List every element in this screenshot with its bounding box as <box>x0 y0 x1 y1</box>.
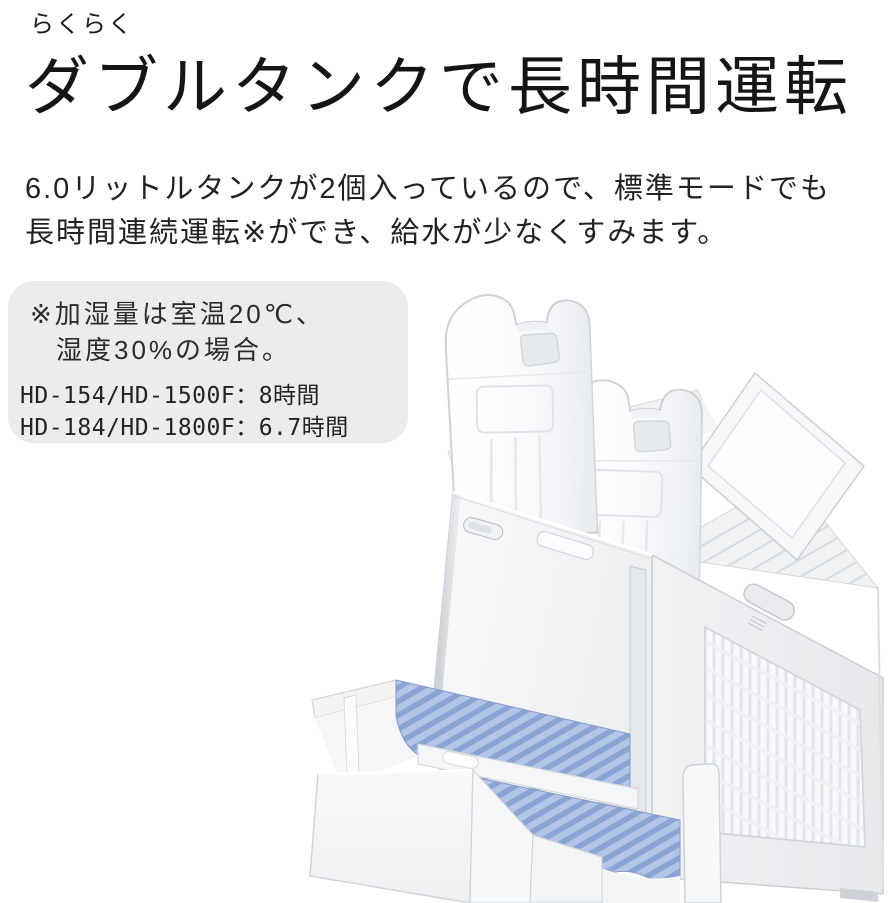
filter-bottom-tray <box>592 866 680 903</box>
description-line-1: 6.0リットルタンクが2個入っているので、標準モードでも <box>25 173 831 205</box>
filter-divider-rail <box>417 743 639 810</box>
note-condition-line-1: ※加湿量は室温20℃、 <box>30 299 325 329</box>
description-line-2: 長時間連続運転※ができ、給水が少なくすみます。 <box>25 217 729 249</box>
eyebrow-text: らくらく <box>30 11 134 38</box>
front-edge-trim <box>433 492 461 705</box>
carry-handle-cutout <box>743 583 796 621</box>
note-condition-line-2: 湿度30%の場合。 <box>56 335 292 365</box>
drawer-right-post <box>682 763 722 903</box>
drawer-wall-step <box>469 768 534 903</box>
front-panel <box>432 490 653 879</box>
model-runtime-list: HD-154/HD-1500F：8時間 HD-184/HD-1800F：6.7時… <box>20 380 408 444</box>
brand-badge <box>463 517 504 540</box>
rim-latch <box>536 531 594 561</box>
base-foot <box>840 888 878 902</box>
divider-tab <box>442 751 479 770</box>
model-runtime-item: HD-184/HD-1800F：6.7時間 <box>20 415 349 441</box>
filter-drawer <box>309 679 722 903</box>
open-lid <box>689 371 866 562</box>
product-illustration <box>309 291 884 903</box>
humidifier-illustration <box>309 291 884 903</box>
drawer-wall-lower <box>529 834 603 903</box>
description: 6.0リットルタンクが2個入っているので、標準モードでも 長時間連続運転※ができ… <box>25 167 831 255</box>
model-runtime-item: HD-154/HD-1500F：8時間 <box>20 383 321 409</box>
note-box: ※加湿量は室温20℃、 湿度30%の場合。 HD-154/HD-1500F：8時… <box>8 281 408 443</box>
page-title: ダブルタンクで長時間運転 <box>25 51 853 123</box>
side-vent-lines <box>747 615 767 632</box>
drawer-front-wall <box>309 768 603 903</box>
